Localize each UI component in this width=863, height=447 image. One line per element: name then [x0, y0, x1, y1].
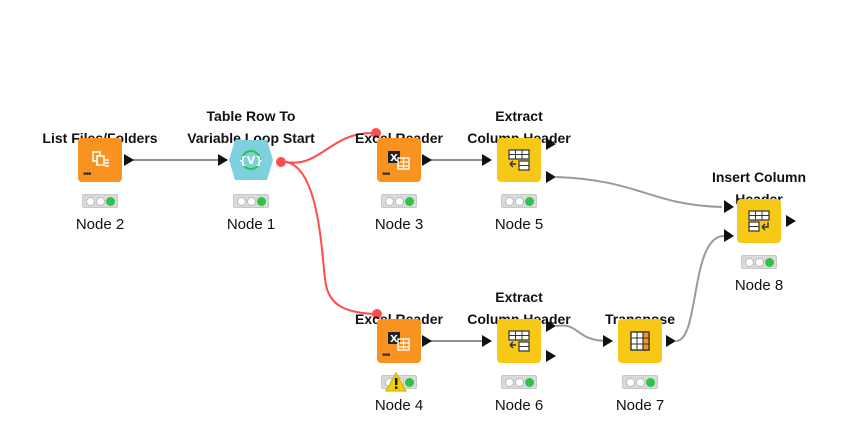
output-port[interactable]	[666, 335, 676, 347]
node-excel-reader-4[interactable]: Excel Reader X ••• Node 4	[355, 311, 443, 414]
connection-n6-n7[interactable]	[555, 324, 609, 342]
loop-start-icon: {V}	[239, 150, 263, 170]
more-icon[interactable]: •••	[382, 169, 390, 180]
node-label[interactable]: Node 6	[494, 397, 544, 414]
excel-reader-icon: X	[388, 151, 410, 170]
node-label[interactable]: Node 7	[615, 397, 665, 414]
list-files-icon	[92, 151, 109, 167]
connection-n7-n8[interactable]	[675, 235, 725, 342]
variable-port[interactable]	[276, 157, 286, 167]
node-label[interactable]: Node 8	[734, 277, 784, 294]
input-port[interactable]	[218, 154, 228, 166]
input-port[interactable]	[482, 154, 492, 166]
more-icon[interactable]: •••	[83, 169, 91, 180]
node-body[interactable]: X •••	[377, 319, 421, 363]
svg-text:X: X	[390, 153, 398, 164]
node-title-line: Extract	[495, 289, 543, 305]
node-body[interactable]: X •••	[377, 138, 421, 182]
node-status-traffic-light	[381, 194, 417, 208]
node-status-traffic-light	[501, 194, 537, 208]
extract-header-icon	[508, 149, 530, 171]
variable-port[interactable]	[371, 128, 381, 138]
node-label[interactable]: Node 3	[374, 216, 424, 233]
node-body[interactable]: •••	[78, 138, 122, 182]
output-port[interactable]	[546, 350, 556, 362]
variable-connection-n1-n3[interactable]	[285, 132, 373, 164]
input-port[interactable]	[603, 335, 613, 347]
input-port[interactable]	[482, 335, 492, 347]
node-title-line: Variable Loop Start	[187, 130, 315, 146]
node-status-traffic-light	[741, 255, 777, 269]
node-body[interactable]: {V}	[229, 138, 273, 182]
more-icon[interactable]: •••	[382, 350, 390, 361]
node-table-row-to-variable-loop-start[interactable]: Table Row To Variable Loop Start {V} Nod…	[187, 108, 315, 233]
variable-port[interactable]	[372, 309, 382, 319]
output-port[interactable]	[124, 154, 134, 166]
insert-header-icon	[748, 210, 770, 232]
node-title-line: Extract	[495, 108, 543, 124]
node-status-traffic-light	[501, 375, 537, 389]
node-label[interactable]: Node 2	[75, 216, 125, 233]
output-port[interactable]	[546, 138, 556, 150]
output-port[interactable]	[786, 215, 796, 227]
node-excel-reader-3[interactable]: Excel Reader X ••• Node 3	[355, 130, 443, 233]
excel-reader-icon: X	[388, 332, 410, 351]
input-port[interactable]	[724, 229, 734, 242]
node-title: Table Row To Variable Loop Start	[171, 105, 331, 149]
node-body[interactable]	[497, 319, 541, 363]
node-label[interactable]: Node 1	[226, 216, 276, 233]
transpose-icon	[630, 331, 650, 351]
node-status-traffic-light	[82, 194, 118, 208]
svg-text:X: X	[390, 334, 398, 345]
output-port[interactable]	[422, 154, 432, 166]
output-port[interactable]	[546, 171, 556, 183]
node-body[interactable]	[497, 138, 541, 182]
output-port[interactable]	[422, 335, 432, 347]
output-port[interactable]	[546, 320, 556, 332]
node-status-traffic-light	[622, 375, 658, 389]
warning-icon[interactable]	[385, 372, 407, 392]
node-title-line: Insert Column	[711, 169, 807, 185]
node-transpose-7[interactable]: Transpose Node 7	[605, 311, 675, 414]
extract-header-icon	[508, 330, 530, 352]
svg-text:{V}: {V}	[239, 154, 263, 167]
node-insert-column-header-8[interactable]: Insert Column Header Node 8	[712, 169, 806, 294]
node-list-files-folders[interactable]: List Files/Folders ••• Node 2	[42, 130, 157, 233]
input-port[interactable]	[724, 200, 734, 213]
node-label[interactable]: Node 4	[374, 397, 424, 414]
node-body[interactable]	[618, 319, 662, 363]
node-status-traffic-light	[233, 194, 269, 208]
node-label[interactable]: Node 5	[494, 216, 544, 233]
variable-connection-n1-n4[interactable]	[285, 161, 377, 315]
node-body[interactable]	[737, 199, 781, 243]
connection-n5-n8[interactable]	[555, 176, 723, 208]
node-title-line: Table Row To	[206, 108, 296, 124]
node-extract-column-header-6[interactable]: Extract Column Header Node 6	[467, 289, 570, 414]
node-extract-column-header-5[interactable]: Extract Column Header Node 5	[467, 108, 570, 233]
